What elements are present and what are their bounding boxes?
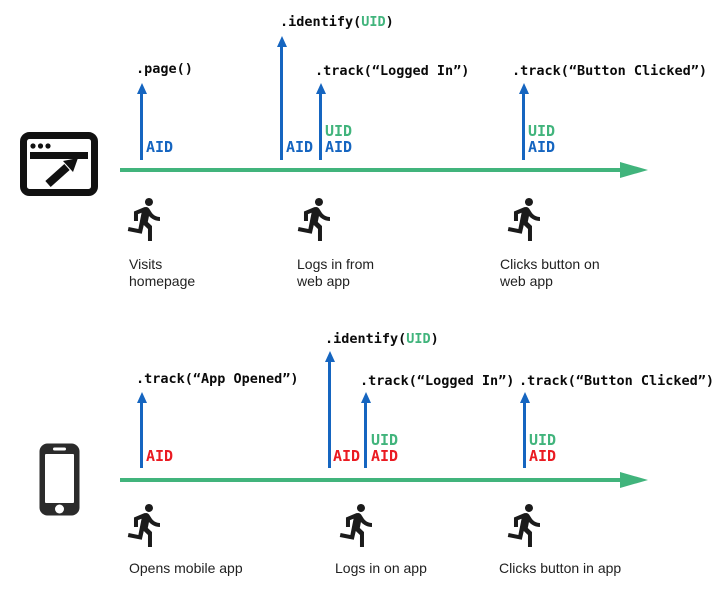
walking-person-icon <box>507 197 540 241</box>
walking-person-icon <box>297 197 330 241</box>
anonymous-id-label: AID <box>528 138 556 156</box>
mobile-track-login-call-label: .track(“Logged In”) <box>360 373 515 389</box>
mobile-track-open-call-label: .track(“App Opened”) <box>136 371 299 387</box>
anonymous-id-label: AID <box>529 447 557 465</box>
walking-person-icon <box>339 503 372 547</box>
walking-person-icon <box>127 503 160 547</box>
web-track-login-call-label: .track(“Logged In”) <box>315 63 470 79</box>
web-page-call-label: .page() <box>136 61 193 77</box>
anonymous-id-label: AID <box>146 138 174 156</box>
web-step-caption: Visits homepage <box>129 256 196 289</box>
user-id-label: UID <box>528 122 556 140</box>
event-arrow-head <box>361 392 371 403</box>
anonymous-id-label: AID <box>286 138 314 156</box>
web-timeline-arrow <box>120 168 622 172</box>
mobile-step-caption: Logs in on app <box>335 560 427 576</box>
event-arrow <box>328 360 331 468</box>
browser-window-icon <box>20 132 98 196</box>
web-step-caption: Logs in from web app <box>297 256 375 289</box>
anonymous-id-label: AID <box>146 447 174 465</box>
walking-person-icon <box>127 197 160 241</box>
mobile-timeline-arrow <box>120 478 622 482</box>
mobile-timeline-arrowhead <box>620 472 648 488</box>
user-id-label: UID <box>325 122 353 140</box>
event-arrow <box>140 401 143 468</box>
event-arrow <box>140 92 143 160</box>
mobile-step-caption: Clicks button in app <box>499 560 622 576</box>
event-arrow-head <box>316 83 326 94</box>
mobile-step-caption: Opens mobile app <box>129 560 243 576</box>
event-arrow <box>319 92 322 160</box>
mobile-identify-call-label: .identify(UID) <box>325 331 439 347</box>
walking-person-icon <box>507 503 540 547</box>
web-identify-call-label: .identify(UID) <box>280 14 394 30</box>
anonymous-id-label: AID <box>333 447 361 465</box>
anonymous-id-label: AID <box>371 447 399 465</box>
web-timeline-arrowhead <box>620 162 648 178</box>
event-arrow-head <box>137 392 147 403</box>
event-arrow-head <box>325 351 335 362</box>
event-arrow-head <box>520 392 530 403</box>
web-step-caption: Clicks button on web app <box>500 256 600 289</box>
event-arrow <box>522 92 525 160</box>
anonymous-id-label: AID <box>325 138 353 156</box>
user-id-label: UID <box>371 431 399 449</box>
event-arrow-head <box>137 83 147 94</box>
event-arrow-head <box>519 83 529 94</box>
event-arrow <box>280 45 283 160</box>
user-id-label: UID <box>529 431 557 449</box>
event-arrow <box>523 401 526 468</box>
web-track-click-call-label: .track(“Button Clicked”) <box>512 63 708 79</box>
mobile-track-click-call-label: .track(“Button Clicked”) <box>519 373 715 389</box>
mobile-phone-icon <box>39 443 80 516</box>
event-arrow <box>364 401 367 468</box>
event-arrow-head <box>277 36 287 47</box>
